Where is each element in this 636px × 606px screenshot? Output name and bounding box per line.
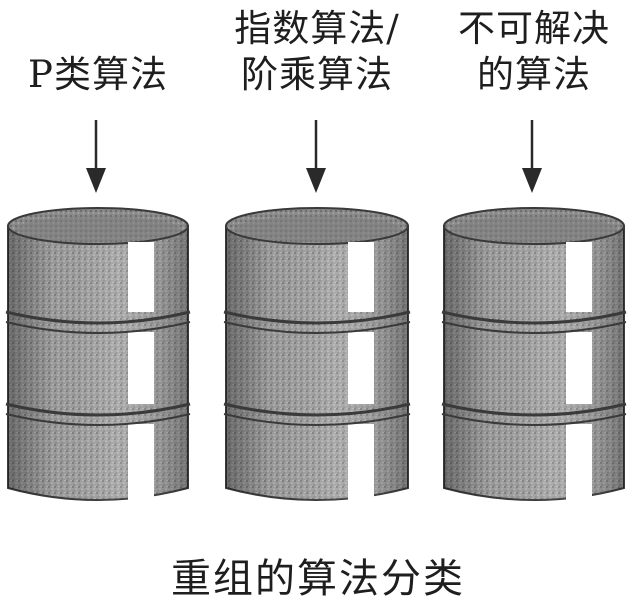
barrel-icon	[441, 207, 627, 501]
category-label-line: 指数算法/	[234, 7, 400, 50]
category-label-line: P类算法	[28, 53, 168, 96]
category-label-exponential: 指数算法/ 阶乘算法	[212, 6, 422, 98]
category-label-p: P类算法	[0, 52, 196, 98]
barrel-icon	[5, 207, 191, 501]
category-label-line: 阶乘算法	[241, 53, 393, 96]
category-label-unsolvable: 不可解决 的算法	[432, 6, 636, 98]
figure-caption: 重组的算法分类	[171, 556, 465, 602]
category-label-line: 的算法	[477, 53, 591, 96]
down-arrow-icon	[306, 120, 326, 193]
down-arrow-icon	[522, 120, 542, 193]
barrel-icon	[223, 207, 411, 501]
category-label-line: 不可解决	[458, 7, 610, 50]
down-arrow-icon	[86, 120, 106, 193]
